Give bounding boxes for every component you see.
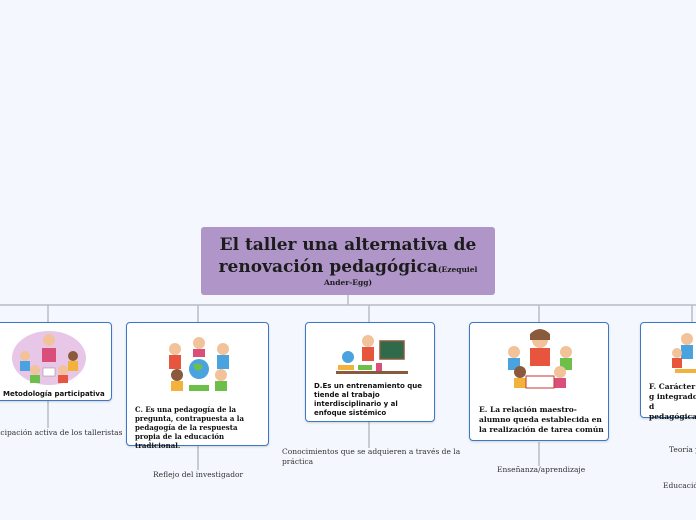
card-label: F. Carácter g integrador d pedagógica [649, 382, 696, 421]
teacher-with-children-illustration-icon [508, 329, 572, 389]
subtopic-participacion[interactable]: icipación activa de los talleristas [0, 428, 123, 437]
topic-card-pedagogia-pregunta[interactable]: C. Es una pedagogía de la pregunta, cont… [126, 322, 269, 450]
card-label: E. La relación maestro- alumno queda est… [479, 405, 604, 434]
central-author-inline: (Ezequiel [437, 265, 478, 274]
topic-card-caracter-integrador[interactable]: F. Carácter g integrador d pedagógica [640, 322, 696, 421]
children-illustration-icon [672, 333, 696, 373]
subtopic-reflejo[interactable]: Reflejo del investigador [153, 470, 244, 479]
subtopic-teoria[interactable]: Teoría y [669, 445, 696, 454]
central-author: Ander-Egg) [323, 278, 373, 287]
subtopic-conocimientos-1[interactable]: Conocimientos que se adquieren a través … [282, 447, 461, 456]
subtopic-ensenanza[interactable]: Enseñanza/aprendizaje [497, 465, 586, 474]
central-title-line1: El taller una alternativa de [219, 235, 477, 255]
topic-card-metodologia[interactable]: Metodología participativa [0, 322, 112, 401]
children-reading-illustration-icon [12, 331, 86, 385]
subtopic-conocimientos-2: práctica [282, 457, 314, 466]
topic-card-entrenamiento[interactable]: D.Es un entrenamiento que tiende al trab… [305, 322, 435, 422]
topic-card-relacion-maestro[interactable]: E. La relación maestro- alumno queda est… [469, 322, 609, 441]
card-label: D.Es un entrenamiento que tiende al trab… [314, 382, 423, 417]
central-topic[interactable]: El taller una alternativa de renovación … [201, 227, 495, 295]
boy-with-chalkboard-illustration-icon [336, 335, 408, 374]
card-label: C. Es una pedagogía de la pregunta, cont… [135, 405, 244, 450]
subtopic-educacion[interactable]: Educació [663, 481, 696, 490]
central-title-line2: renovación pedagógica [218, 257, 438, 277]
card-label: Metodología participativa [3, 390, 105, 398]
kids-with-globe-illustration-icon [169, 337, 229, 391]
